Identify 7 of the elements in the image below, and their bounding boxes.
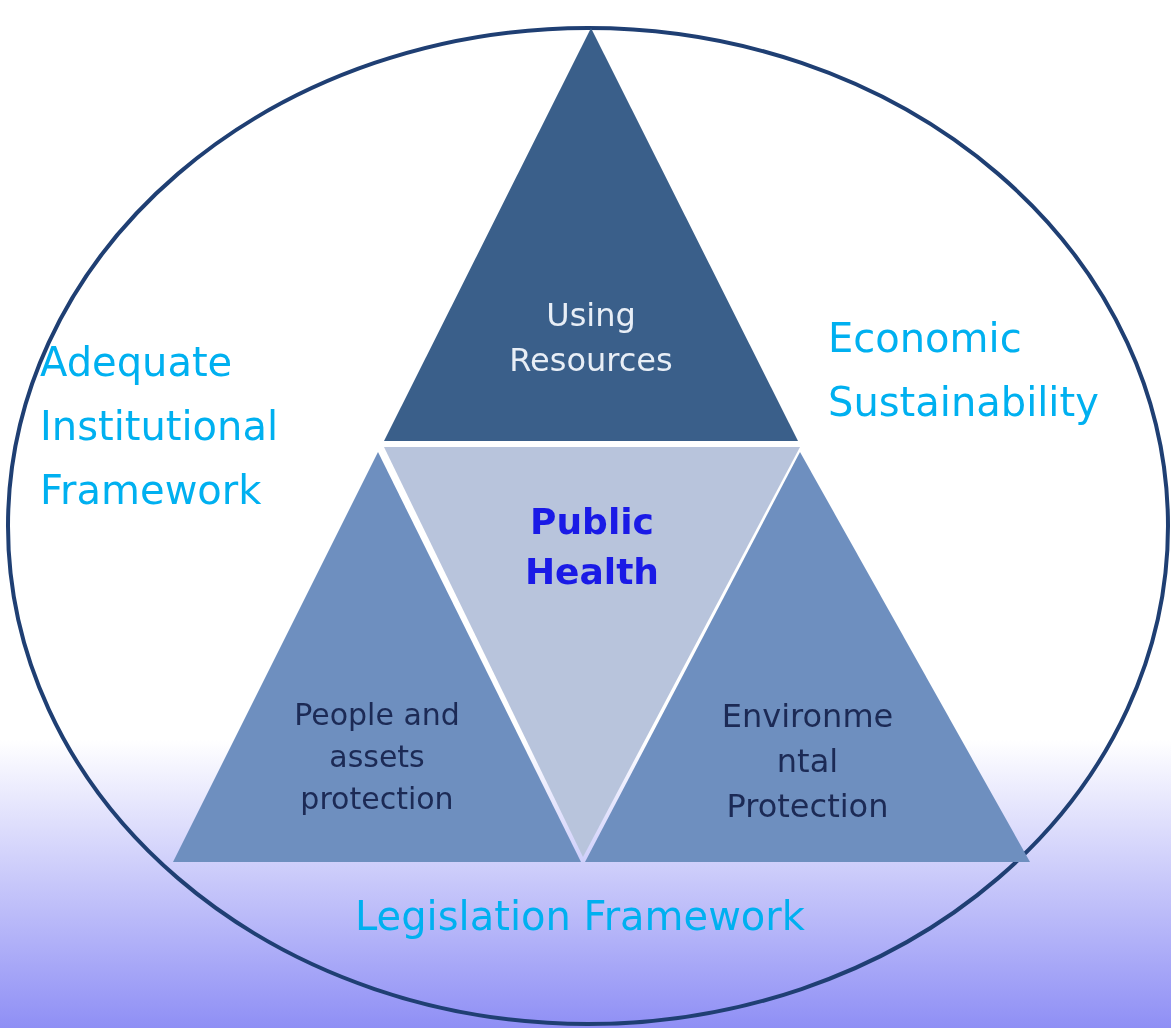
triangle-label: Using Resources (508, 295, 674, 381)
triangle-label: Public Health (524, 500, 660, 595)
sustainability-label: Economic Sustainability (828, 314, 1100, 427)
triangle-label: People and assets protection (293, 696, 461, 818)
legislation-label: Legislation Framework (354, 892, 806, 941)
triangle-label: Environme ntal Protection (720, 696, 895, 827)
framework-label: Adequate Institutional Framework (40, 338, 280, 515)
